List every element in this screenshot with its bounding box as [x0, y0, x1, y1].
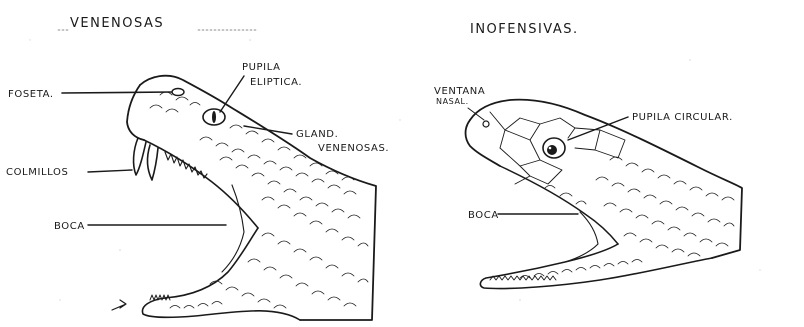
label-gland-2: VENENOSAS.: [318, 143, 389, 154]
heading-harmless: INOFENSIVAS.: [470, 22, 579, 37]
harmless-eye-glint: [549, 147, 552, 150]
venomous-fang-2: [148, 145, 158, 180]
label-mouth-harmless: BOCA: [468, 210, 499, 221]
label-gland-1: GLAND.: [296, 129, 338, 140]
venomous-mouth-interior: [222, 185, 244, 272]
harmless-pupil-circular: [547, 145, 557, 155]
venomous-pupil-elliptical: [212, 111, 216, 123]
harmless-upper-lip: [500, 166, 618, 244]
harmless-snake-head: [466, 100, 743, 289]
harmless-teeth: [490, 276, 556, 280]
leader-gland: [244, 126, 292, 134]
venomous-pit: [172, 89, 184, 96]
label-mouth-venomous: BOCA: [54, 221, 85, 232]
leader-pit: [62, 92, 172, 93]
leader-pupil-elliptical: [220, 76, 244, 112]
label-nostril-1: VENTANA: [434, 86, 485, 97]
venomous-snake-head: [127, 76, 376, 320]
venomous-head-outline: [140, 76, 376, 320]
venomous-snout: [127, 85, 144, 140]
label-pupil-elliptical-2: ELIPTICA.: [250, 77, 302, 88]
heading-venomous: VENENOSAS: [70, 16, 164, 31]
label-fangs: COLMILLOS: [6, 167, 68, 178]
label-nostril-2: NASAL.: [436, 97, 469, 106]
leader-fangs: [88, 170, 132, 172]
harmless-snout: [466, 120, 501, 166]
harmless-nostril: [483, 121, 489, 127]
label-pit: FOSETA.: [8, 89, 54, 100]
label-pupil-circular: PUPILA CIRCULAR.: [632, 112, 733, 123]
venomous-fang-1: [134, 138, 146, 175]
label-pupil-elliptical-1: PUPILA: [242, 62, 281, 73]
tongue-arrow: [112, 300, 126, 310]
harmless-lower-jaw: [480, 244, 712, 289]
